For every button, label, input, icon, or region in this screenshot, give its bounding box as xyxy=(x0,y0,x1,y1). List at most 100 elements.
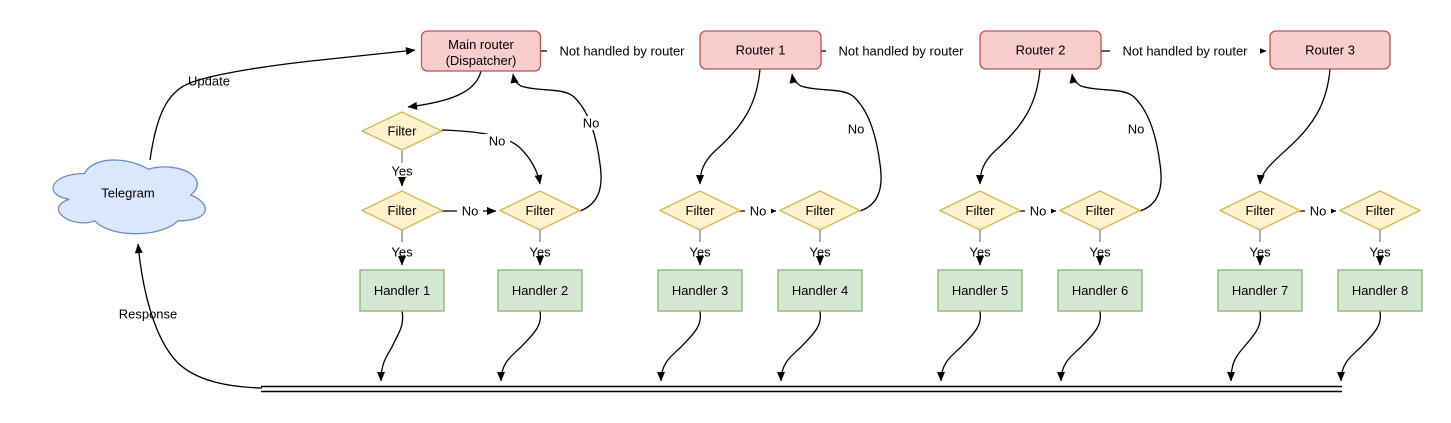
main-router-node xyxy=(420,30,542,72)
edge-filterC-no-return xyxy=(510,73,602,212)
router-2-label: Router 2 xyxy=(1016,43,1066,58)
not-handled-label-2: Not handled by router xyxy=(838,44,964,59)
update-label: Update xyxy=(188,74,230,89)
edge-handler5-to-bus xyxy=(937,310,982,382)
yes-label: Yes xyxy=(1369,245,1391,260)
label-bg xyxy=(745,204,771,218)
no-label: No xyxy=(750,204,767,219)
handler-4-label: Handler 4 xyxy=(792,283,848,298)
no-label: No xyxy=(848,122,865,137)
filter-node-handler8 xyxy=(1338,190,1422,231)
router-3-node xyxy=(1269,30,1391,70)
handler-7-node xyxy=(1217,269,1303,312)
edge-router1-to-filter xyxy=(696,68,761,185)
router-2-group: Router 2 xyxy=(979,30,1102,70)
main-router-label-line2: (Dispatcher) xyxy=(446,53,517,68)
yes-label: Yes xyxy=(969,245,991,260)
router-1-group: Router 1 xyxy=(699,30,822,70)
edge-handler8-to-bus xyxy=(1337,310,1382,382)
edge-filterA-no-to-filterC xyxy=(441,129,543,185)
edge-update xyxy=(149,47,416,161)
label-bg xyxy=(1123,122,1149,136)
router-1-label: Router 1 xyxy=(736,43,786,58)
filter-node-handler2 xyxy=(498,190,582,231)
handler-to-bus-edges xyxy=(377,310,1382,382)
yes-connectors xyxy=(398,230,1384,266)
edge-handler7-to-bus xyxy=(1227,310,1262,382)
label-bg xyxy=(547,44,697,58)
response-bus xyxy=(261,385,1342,393)
filter-node-handler5 xyxy=(938,190,1022,231)
handler-2-node xyxy=(497,269,583,312)
label-bg xyxy=(1025,204,1051,218)
filter-label: Filter xyxy=(806,203,836,218)
edge-response xyxy=(134,243,263,389)
filter-label: Filter xyxy=(388,203,418,218)
handler-nodes: Handler 1 Handler 2 Handler 3 Handler 4 … xyxy=(359,269,1423,312)
handler-5-label: Handler 5 xyxy=(952,283,1008,298)
filter-label: Filter xyxy=(1086,203,1116,218)
main-router-label-line1: Main router xyxy=(448,37,514,52)
filter-label: Filter xyxy=(1366,203,1396,218)
filter-node-handler7 xyxy=(1218,190,1302,231)
label-bg xyxy=(1305,204,1331,218)
edge-handler2-to-bus xyxy=(497,310,542,382)
handler-5-node xyxy=(937,269,1023,312)
label-bg xyxy=(457,204,483,218)
no-label: No xyxy=(1030,204,1047,219)
handler-2-label: Handler 2 xyxy=(512,283,568,298)
edge-dispatcher-to-filter xyxy=(407,70,482,110)
filter-label: Filter xyxy=(388,124,418,139)
filter-label: Filter xyxy=(966,203,996,218)
no-label: No xyxy=(489,134,506,149)
router-2-node xyxy=(979,30,1102,70)
yes-label: Yes xyxy=(1089,245,1111,260)
handler-8-node xyxy=(1337,269,1423,312)
no-label: No xyxy=(1128,122,1145,137)
filter-label: Filter xyxy=(1246,203,1276,218)
filter-node-handler4 xyxy=(778,190,862,231)
handler-7-label: Handler 7 xyxy=(1232,283,1288,298)
label-bg xyxy=(484,134,510,148)
router-3-label: Router 3 xyxy=(1305,43,1355,58)
handler-3-node xyxy=(657,269,743,312)
filter-label: Filter xyxy=(526,203,556,218)
edge-filterE-no-return xyxy=(789,73,882,212)
no-label: No xyxy=(462,204,479,219)
filter-node-dispatcher-top xyxy=(360,111,444,151)
edge-handler1-to-bus xyxy=(377,310,404,382)
filter-nodes: Filter Filter Filter Filter Filter Filte… xyxy=(360,111,1422,231)
edge-filterG-no-return xyxy=(1069,73,1162,212)
label-bg xyxy=(578,116,604,130)
handler-6-node xyxy=(1057,269,1143,312)
filter-node-handler1 xyxy=(360,190,444,231)
yes-label: Yes xyxy=(689,245,711,260)
not-handled-label-1: Not handled by router xyxy=(559,44,685,59)
telegram-cloud-group: Telegram xyxy=(52,159,207,235)
not-handled-label-3: Not handled by router xyxy=(1122,44,1248,59)
edge-router2-to-filter xyxy=(976,68,1041,185)
yes-label: Yes xyxy=(1249,245,1271,260)
main-router-group: Main router (Dispatcher) xyxy=(420,30,542,72)
edge-labels: Update Response Not handled by router No… xyxy=(119,44,1391,322)
edges xyxy=(134,47,1384,393)
handler-4-node xyxy=(777,269,863,312)
filter-label: Filter xyxy=(686,203,716,218)
yes-label: Yes xyxy=(529,245,551,260)
label-bg xyxy=(843,122,869,136)
no-label: No xyxy=(583,116,600,131)
edge-router3-to-filter xyxy=(1256,68,1331,185)
handler-8-label: Handler 8 xyxy=(1352,283,1408,298)
router-3-group: Router 3 xyxy=(1269,30,1391,70)
handler-1-label: Handler 1 xyxy=(374,283,430,298)
handler-6-label: Handler 6 xyxy=(1072,283,1128,298)
yes-label: Yes xyxy=(391,245,413,260)
yes-label: Yes xyxy=(809,245,831,260)
response-label: Response xyxy=(119,307,178,322)
edge-handler4-to-bus xyxy=(777,310,822,382)
no-label: No xyxy=(1310,204,1327,219)
handler-1-node xyxy=(359,269,445,312)
edge-handler3-to-bus xyxy=(657,310,702,382)
